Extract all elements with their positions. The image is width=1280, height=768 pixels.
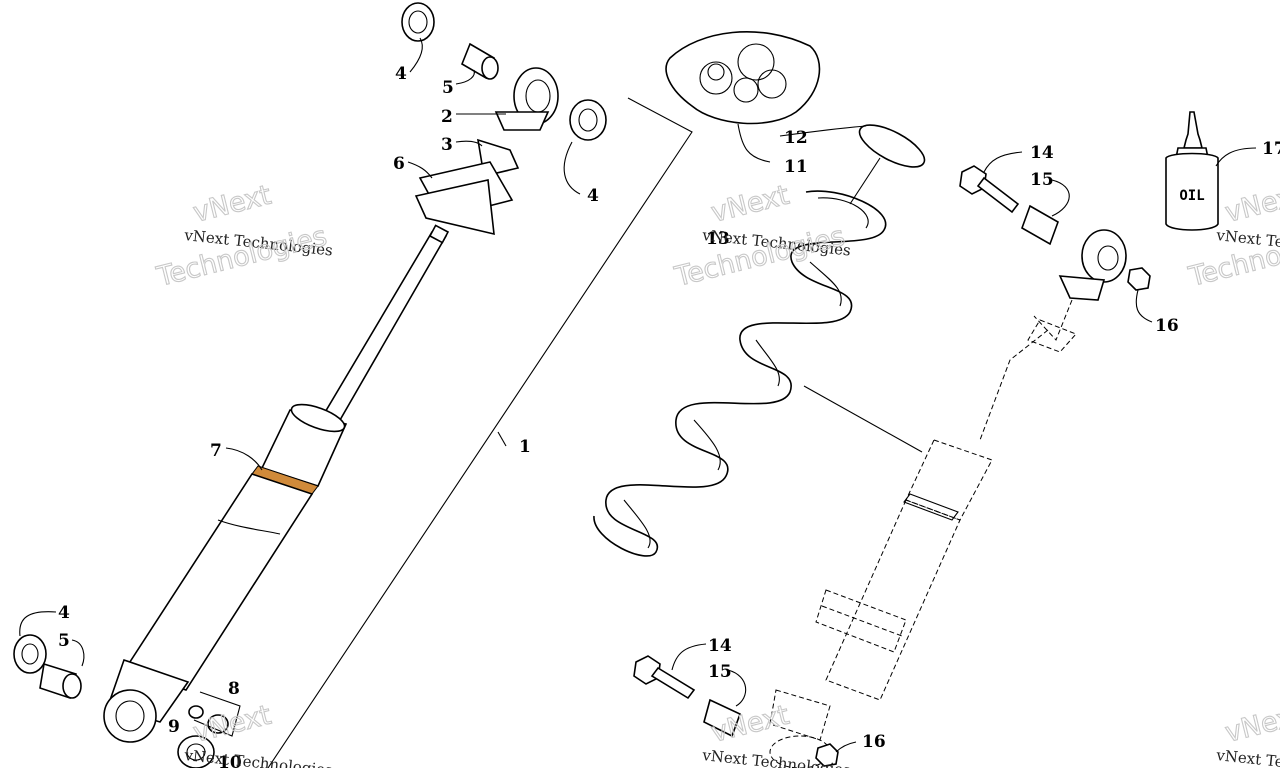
mount-bolt-top — [959, 165, 1020, 214]
callout-10: 10 — [218, 753, 242, 768]
callout-14-bottom: 14 — [708, 636, 732, 656]
rod-outline — [979, 299, 1073, 441]
callout-14-top: 14 — [1030, 143, 1054, 163]
top-bushing-cap — [401, 2, 435, 42]
svg-text:vNext: vNext — [1222, 700, 1280, 749]
callout-16-bottom: 16 — [862, 732, 886, 752]
callout-17: 17 — [1262, 139, 1280, 159]
decal-sheet — [665, 31, 821, 125]
callout-8: 8 — [228, 679, 240, 699]
leader-lines — [19, 37, 1257, 753]
lower-bushing-cap — [13, 634, 47, 674]
callout-2: 2 — [441, 107, 453, 127]
callout-1: 1 — [519, 437, 531, 457]
oil-bottle-label: OIL — [1179, 188, 1204, 204]
watermark-bottom-right: vNext Technologies vNext — [1215, 699, 1280, 768]
right-shock-assembly — [633, 165, 1151, 768]
callout-5-bottom: 5 — [58, 631, 70, 651]
bottom-bushing-cap — [177, 735, 215, 768]
svg-text:vNext: vNext — [190, 700, 274, 749]
callout-15-bottom: 15 — [708, 662, 732, 682]
side-bushing-cap — [569, 99, 607, 141]
upper-mount-eyelet — [1058, 229, 1127, 301]
callout-labels: 1 2 3 4 4 4 5 5 6 7 8 9 10 11 12 13 14 1… — [58, 64, 1280, 768]
watermark-left: vNext Technologies vNext Technologies — [153, 179, 334, 294]
callout-3: 3 — [441, 135, 453, 155]
lock-nut-top — [1127, 267, 1151, 291]
mount-spacer-top — [1021, 204, 1059, 246]
reservoir-cap — [260, 403, 348, 487]
callout-11: 11 — [784, 157, 808, 177]
callout-13: 13 — [706, 229, 730, 249]
spring-to-shock-line — [803, 385, 923, 453]
watermark-bottom-left: vNext Technologies vNext — [183, 699, 334, 768]
svg-text:vNext: vNext — [1222, 180, 1280, 229]
valve-parts — [188, 691, 241, 737]
left-shock-assembly — [13, 2, 693, 768]
spring-seat-collars — [414, 161, 514, 236]
callout-15-top: 15 — [1030, 170, 1054, 190]
lock-nut-bottom — [815, 743, 839, 767]
oil-bottle: OIL — [1165, 111, 1219, 231]
lower-eyelet — [103, 658, 190, 743]
lower-spacer — [39, 662, 82, 700]
callout-4-bottom: 4 — [58, 603, 70, 623]
mount-bolt-bottom — [633, 655, 696, 700]
mount-spacer-bottom — [703, 698, 742, 738]
svg-text:vNext Technologies: vNext Technologies — [1215, 746, 1280, 768]
svg-text:vNext Technologies: vNext Technologies — [183, 746, 334, 768]
svg-text:vNext: vNext — [708, 180, 792, 229]
body-outline — [825, 499, 961, 701]
svg-text:vNext: vNext — [190, 180, 274, 229]
spring-retainer — [849, 124, 926, 205]
callout-9: 9 — [168, 717, 180, 737]
callout-5-top: 5 — [442, 78, 454, 98]
assembly-bracket-line — [267, 97, 693, 768]
piston-rod — [322, 224, 450, 421]
callout-12: 12 — [784, 128, 808, 148]
callout-7: 7 — [210, 441, 222, 461]
callout-4-top: 4 — [395, 64, 407, 84]
callout-16-top: 16 — [1155, 316, 1179, 336]
shock-body-tube — [124, 473, 314, 691]
coil-spring — [593, 190, 887, 557]
upper-eyelet — [494, 67, 559, 131]
top-spacer — [461, 42, 499, 80]
callout-4-side: 4 — [587, 186, 599, 206]
callout-6: 6 — [393, 154, 405, 174]
